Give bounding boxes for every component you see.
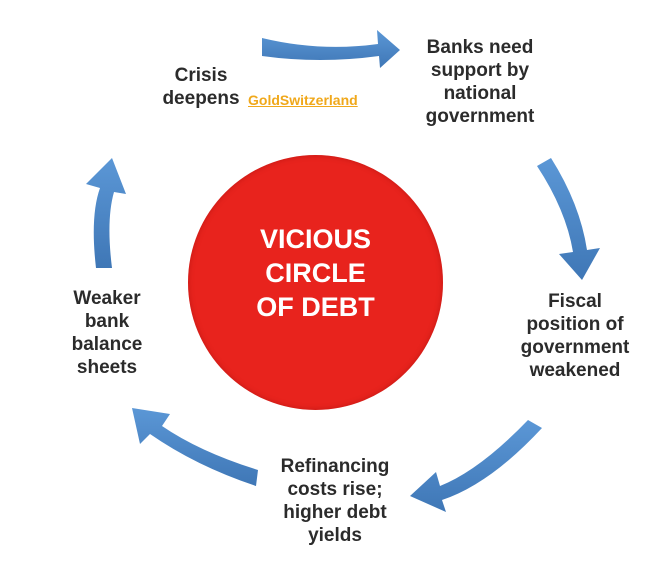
center-title-line: CIRCLE (265, 258, 366, 288)
step-label-line: weakened (529, 360, 621, 381)
step-label-line: bank (84, 311, 130, 332)
step-label-line: Fiscal (548, 291, 602, 312)
step-label-line: Refinancing (280, 456, 390, 477)
step-label-line: government (425, 106, 535, 127)
center-title-line: OF DEBT (256, 292, 375, 322)
step-label-line: position of (526, 314, 624, 335)
step-label-line: costs rise; (287, 479, 383, 500)
arrow-fiscal-to-refinancing (410, 420, 542, 512)
arrow-weaker-to-crisis (86, 158, 126, 268)
step-label-line: support by (430, 60, 530, 81)
step-label-line: Crisis (174, 65, 228, 86)
step-label-line: deepens (162, 88, 240, 109)
step-label-line: Banks need (426, 37, 534, 58)
step-label-line: yields (308, 525, 362, 546)
step-refinancing-costs-rise: Refinancing costs rise; higher debt yiel… (260, 455, 410, 547)
center-title-line: VICIOUS (259, 224, 372, 254)
arrow-crisis-to-banks (262, 30, 400, 68)
watermark-logo: GoldSwitzerland (248, 92, 358, 108)
step-crisis-deepens: Crisis deepens (146, 64, 256, 110)
step-banks-need-support: Banks need support by national governmen… (395, 36, 565, 128)
arrow-banks-to-fiscal (537, 158, 600, 280)
arrow-refinancing-to-weaker (132, 408, 258, 486)
step-label-line: national (443, 83, 517, 104)
step-fiscal-position-weakened: Fiscal position of government weakened (495, 290, 655, 382)
step-label-line: sheets (76, 357, 138, 378)
center-title: VICIOUS CIRCLE OF DEBT (188, 222, 443, 324)
step-label-line: higher debt (283, 502, 387, 523)
step-label-line: balance (71, 334, 143, 355)
step-label-line: government (520, 337, 630, 358)
step-weaker-bank-balance-sheets: Weaker bank balance sheets (52, 287, 162, 379)
center-circle (188, 155, 443, 410)
step-label-line: Weaker (73, 288, 141, 309)
